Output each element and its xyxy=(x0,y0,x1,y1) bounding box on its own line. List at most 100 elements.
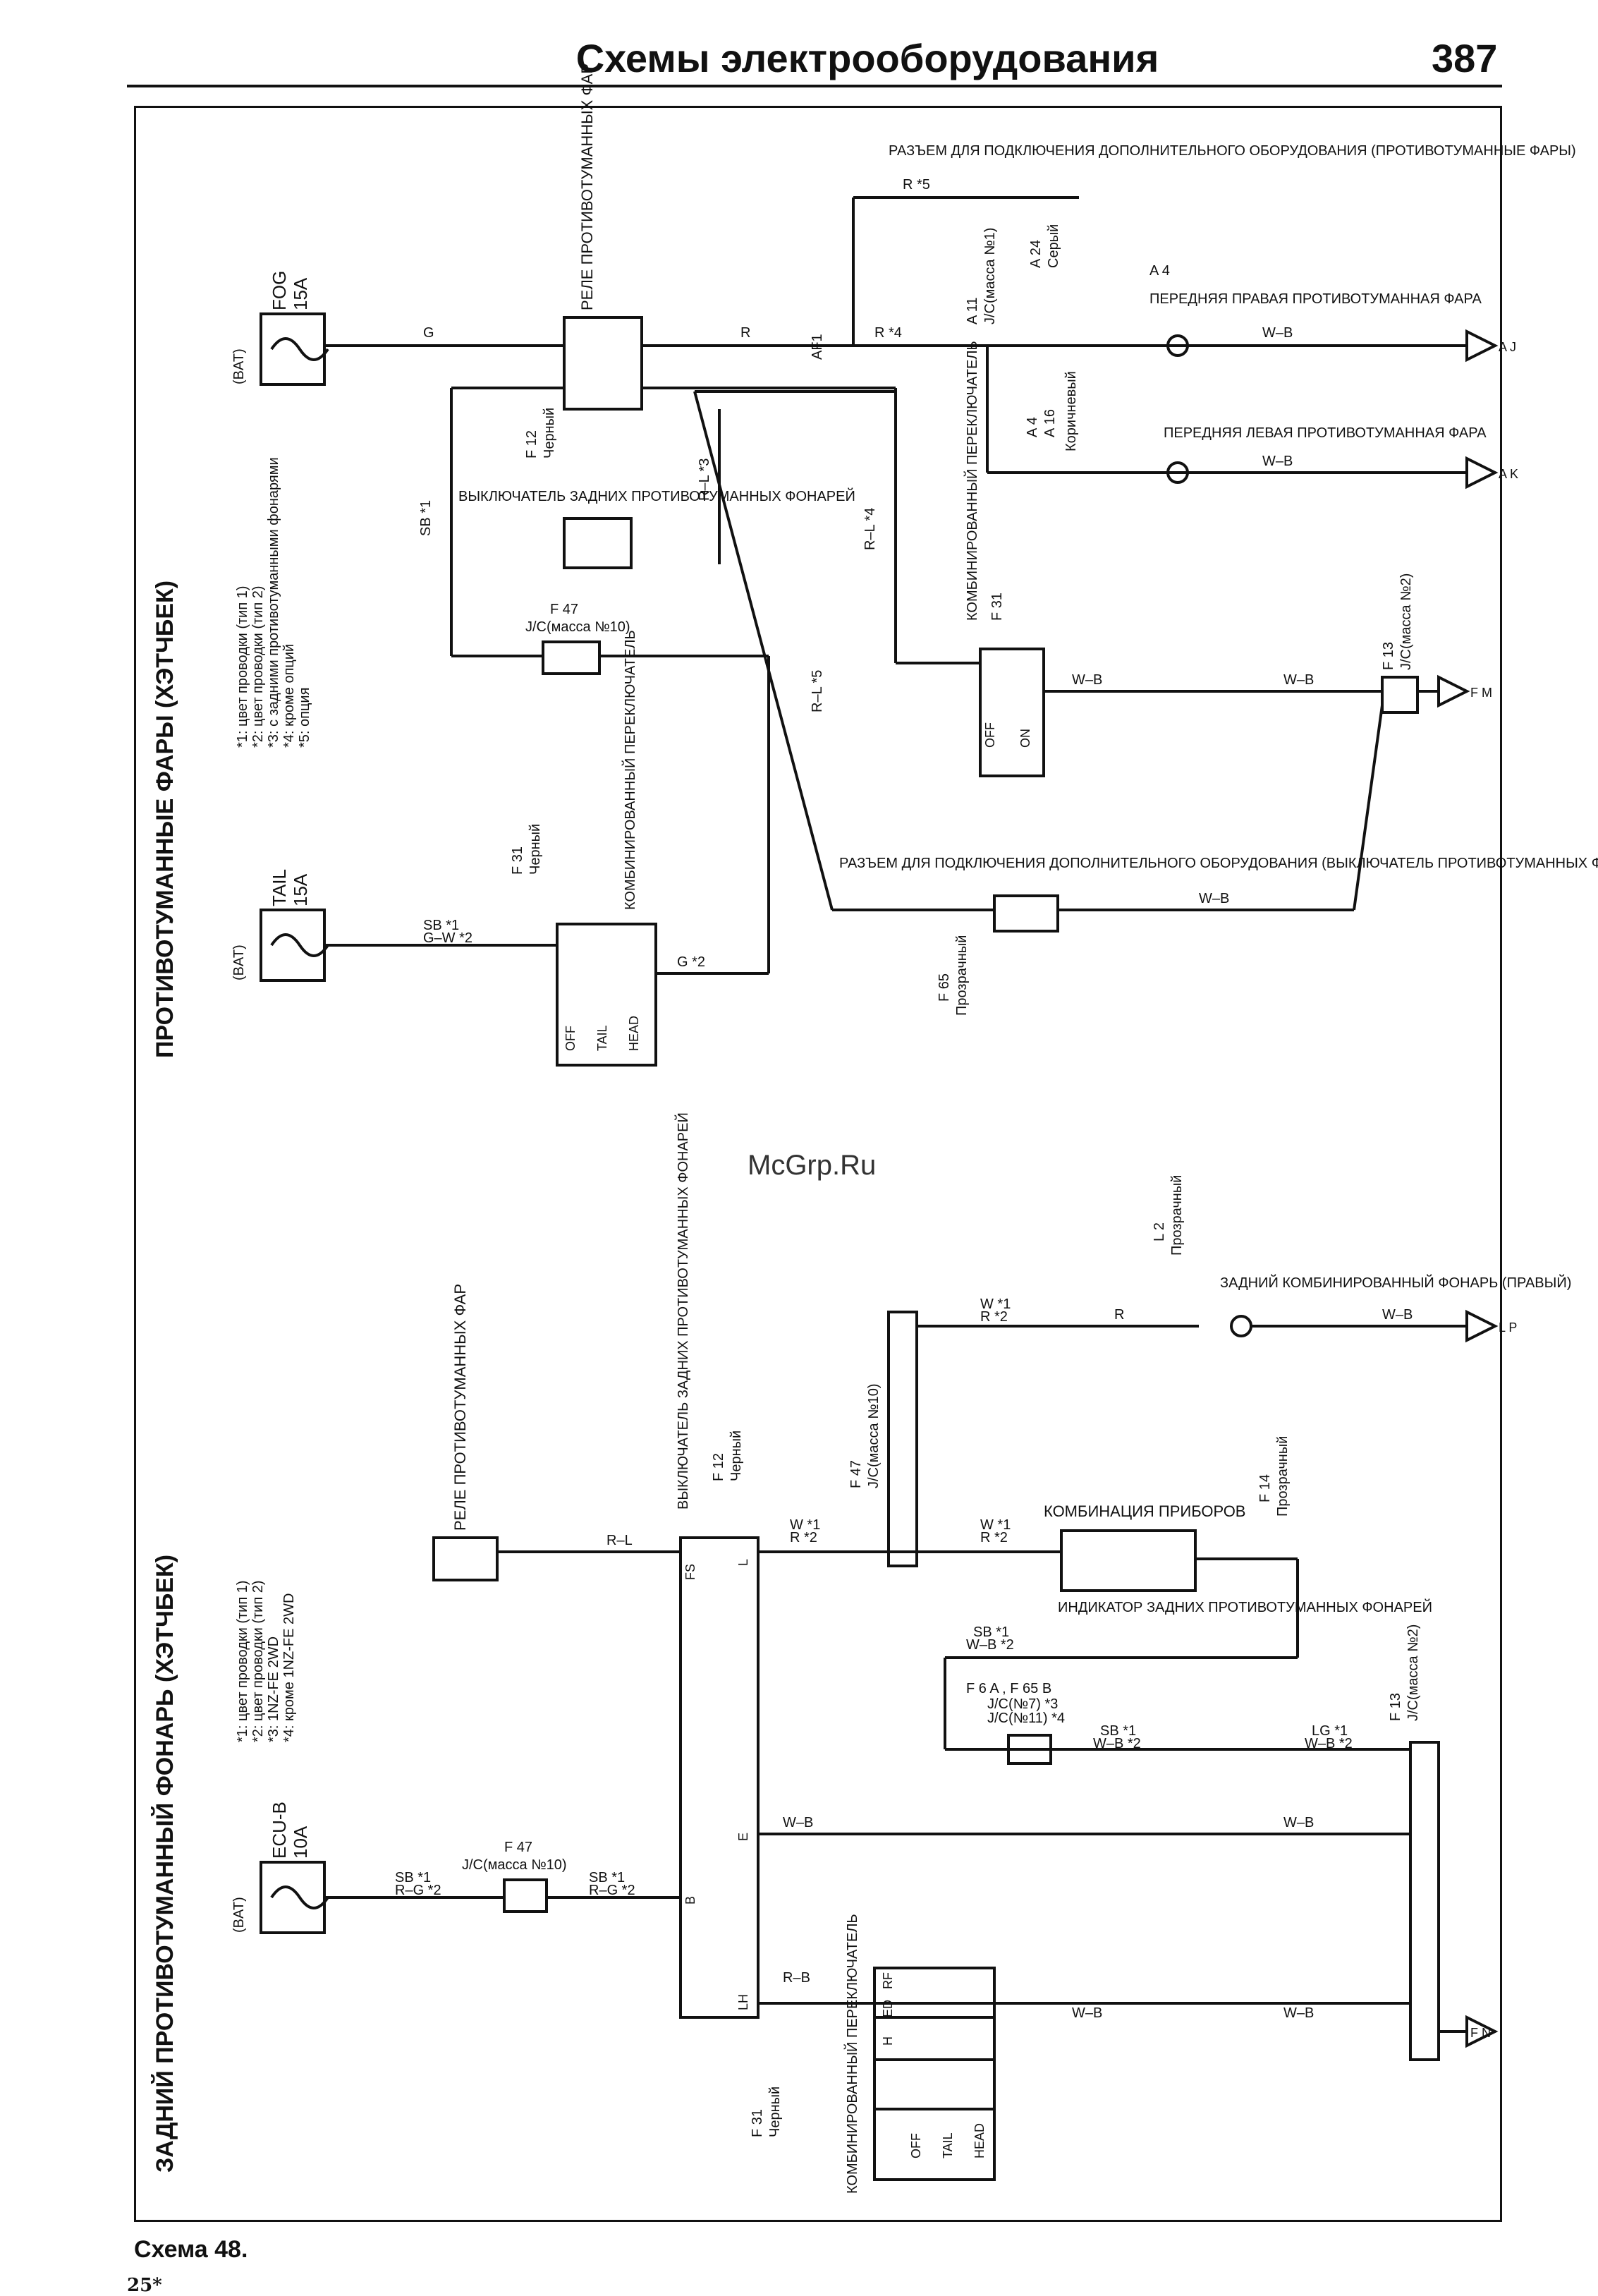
wire-wb-top-4: W–B xyxy=(1283,672,1314,688)
wire-wb-e1: W–B xyxy=(783,1815,813,1830)
tail-switch-head: HEAD xyxy=(627,1016,641,1051)
wire-r4: R *4 xyxy=(874,325,902,341)
page-number: 387 xyxy=(1432,36,1498,80)
top-note-5: *5: опция xyxy=(297,688,312,748)
page-header-title: Схемы электрооборудования xyxy=(575,36,1159,80)
bottom-note-1: *1: цвет проводки (тип 1) xyxy=(235,1580,250,1742)
sheet-mark: 25* xyxy=(127,2275,162,2296)
watermark-text: McGrp.Ru xyxy=(748,1150,877,1181)
wire-g: G xyxy=(423,325,434,341)
jc7-label: J/C(№7) *3 xyxy=(987,1696,1058,1712)
combo-bottom-off: OFF xyxy=(909,2133,923,2158)
rear-lamp-label: ЗАДНИЙ КОМБИНИРОВАННЫЙ ФОНАРЬ (ПРАВЫЙ) xyxy=(1220,1274,1571,1291)
bottom-note-4: *4: кроме 1NZ-FE 2WD xyxy=(281,1593,297,1742)
wire-wb-top-3: W–B xyxy=(1072,672,1102,688)
code-a11: A 11 xyxy=(965,297,980,324)
fog-switch-off: OFF xyxy=(983,722,997,748)
wire-w1-lamp: W *1 xyxy=(980,1296,1011,1312)
color-clear-f14: Прозрачный xyxy=(1275,1436,1291,1517)
wire-wb2-jc: W–B *2 xyxy=(1093,1736,1141,1751)
combo-switch-tail: КОМБИНИРОВАННЫЙ ПЕРЕКЛЮЧАТЕЛЬ xyxy=(621,630,638,910)
combo-bottom-tail: TAIL xyxy=(941,2132,955,2158)
wire-wb-top-5: W–B xyxy=(1199,891,1229,906)
fog-switch-on: ON xyxy=(1018,729,1032,748)
ecu-fuse-supply: (BAT) xyxy=(231,1897,247,1933)
instrument-cluster-label: КОМБИНАЦИЯ ПРИБОРОВ xyxy=(1044,1502,1245,1520)
code-f31-tail: F 31 xyxy=(510,846,525,875)
wire-lg1: LG *1 xyxy=(1312,1723,1348,1739)
relay-label-bottom: РЕЛЕ ПРОТИВОТУМАННЫХ ФАР xyxy=(451,1284,469,1531)
front-right-lamp-label: ПЕРЕДНЯЯ ПРАВАЯ ПРОТИВОТУМАННАЯ ФАРА xyxy=(1149,291,1482,307)
jc1-label: J/C(масса №1) xyxy=(982,228,998,324)
wire-r5: R *5 xyxy=(903,177,930,193)
fog-fuse-supply: (BAT) xyxy=(231,348,247,384)
ground-top-c: F M xyxy=(1470,686,1492,700)
wire-rl-bottom: R–L xyxy=(606,1533,633,1548)
front-left-lamp-label: ПЕРЕДНЯЯ ЛЕВАЯ ПРОТИВОТУМАННАЯ ФАРА xyxy=(1164,425,1487,441)
extra-connector-top-label: РАЗЪЕМ ДЛЯ ПОДКЛЮЧЕНИЯ ДОПОЛНИТЕЛЬНОГО О… xyxy=(889,143,1576,159)
connector-af1: AF1 xyxy=(810,334,825,360)
code-f12-top: F 12 xyxy=(524,430,539,458)
code-f31-top: F 31 xyxy=(989,593,1005,621)
wire-r-lamp: R xyxy=(1114,1307,1124,1323)
wire-sb1-b: SB *1 xyxy=(589,1870,625,1885)
wire-sb1-ecu: SB *1 xyxy=(395,1870,431,1885)
pin-l: L xyxy=(736,1559,750,1566)
code-f47-bottom: F 47 xyxy=(504,1840,532,1855)
top-note-1: *1: цвет проводки (тип 1) xyxy=(235,585,250,748)
wire-sb1-jc: SB *1 xyxy=(1100,1723,1136,1739)
color-clear-top: Прозрачный xyxy=(954,935,970,1016)
color-black-bottom: Черный xyxy=(728,1431,744,1481)
code-f47-jc: F 47 xyxy=(848,1460,864,1488)
bottom-diagram-title: ЗАДНИЙ ПРОТИВОТУМАННЫЙ ФОНАРЬ (ХЭТЧБЕК) xyxy=(151,1555,178,2173)
code-a24: A 24 xyxy=(1028,240,1044,268)
wire-rl3: R–L *3 xyxy=(697,458,712,501)
ecu-fuse-name: ECU-B xyxy=(269,1802,290,1859)
code-f14: F 14 xyxy=(1257,1474,1273,1502)
bottom-note-3: *3: 1NZ-FE 2WD xyxy=(266,1636,281,1742)
diagram-frame xyxy=(134,106,1502,2222)
code-f13-bottom: F 13 xyxy=(1388,1693,1403,1721)
combo-bottom-head: HEAD xyxy=(972,2123,987,2158)
wire-sb1-tail: SB *1 xyxy=(423,918,459,933)
pin-h: H xyxy=(881,2036,895,2046)
wire-rg2-b: R–G *2 xyxy=(589,1883,635,1898)
code-f47-top: F 47 xyxy=(550,602,578,617)
fog-fuse-name: FOG xyxy=(269,271,290,310)
tail-switch-off: OFF xyxy=(563,1026,578,1051)
wire-w1-cluster: W *1 xyxy=(980,1517,1011,1533)
tail-fuse-name: TAIL xyxy=(269,869,290,906)
code-a4-top: A 4 xyxy=(1149,263,1170,279)
code-f12-bottom: F 12 xyxy=(711,1453,726,1481)
ground-top-a: A J xyxy=(1499,340,1516,354)
top-note-2: *2: цвет проводки (тип 2) xyxy=(250,585,266,748)
wire-wb2-cluster: W–B *2 xyxy=(966,1637,1014,1653)
wire-wb-lamp: W–B xyxy=(1382,1307,1413,1323)
wire-rl5: R–L *5 xyxy=(810,670,825,712)
top-note-3: *3: с задними противотуманными фонарями xyxy=(266,457,281,748)
wire-wb-top-1: W–B xyxy=(1262,325,1293,341)
wire-wb-combo-2: W–B xyxy=(1283,2005,1314,2021)
wire-wb-top-2: W–B xyxy=(1262,454,1293,469)
ground-bottom-a: L P xyxy=(1499,1320,1517,1335)
color-gray: Серый xyxy=(1046,224,1061,268)
pin-fs: FS xyxy=(683,1564,697,1580)
wire-r2-cluster: R *2 xyxy=(980,1530,1008,1545)
wire-rl4: R–L *4 xyxy=(862,508,878,550)
rear-fog-switch-top: ВЫКЛЮЧАТЕЛЬ ЗАДНИХ ПРОТИВОТУМАННЫХ ФОНАР… xyxy=(458,487,855,504)
jc2-bottom: J/C(масса №2) xyxy=(1405,1624,1421,1721)
wire-rg2-ecu: R–G *2 xyxy=(395,1883,441,1898)
jc2-top: J/C(масса №2) xyxy=(1398,573,1414,670)
jc10-top: J/C(масса №10) xyxy=(525,619,630,635)
rear-fog-switch-bottom: ВЫКЛЮЧАТЕЛЬ ЗАДНИХ ПРОТИВОТУМАННЫХ ФОНАР… xyxy=(674,1112,691,1510)
top-diagram-title: ПРОТИВОТУМАННЫЕ ФАРЫ (ХЭТЧБЕК) xyxy=(152,581,178,1058)
code-l2: L 2 xyxy=(1152,1222,1167,1241)
pin-rf: RF xyxy=(881,1972,895,1989)
jc10-bottom-v: J/C(масса №10) xyxy=(866,1383,882,1488)
jc11-label: J/C(№11) *4 xyxy=(987,1711,1065,1726)
code-f13-top: F 13 xyxy=(1381,642,1396,670)
code-f6-f65: F 6 A , F 65 B xyxy=(966,1681,1051,1696)
relay-label-top: РЕЛЕ ПРОТИВОТУМАННЫХ ФАР xyxy=(578,63,596,310)
indicator-label: ИНДИКАТОР ЗАДНИХ ПРОТИВОТУМАННЫХ ФОНАРЕЙ xyxy=(1058,1598,1432,1615)
wire-g2: G *2 xyxy=(677,954,705,970)
